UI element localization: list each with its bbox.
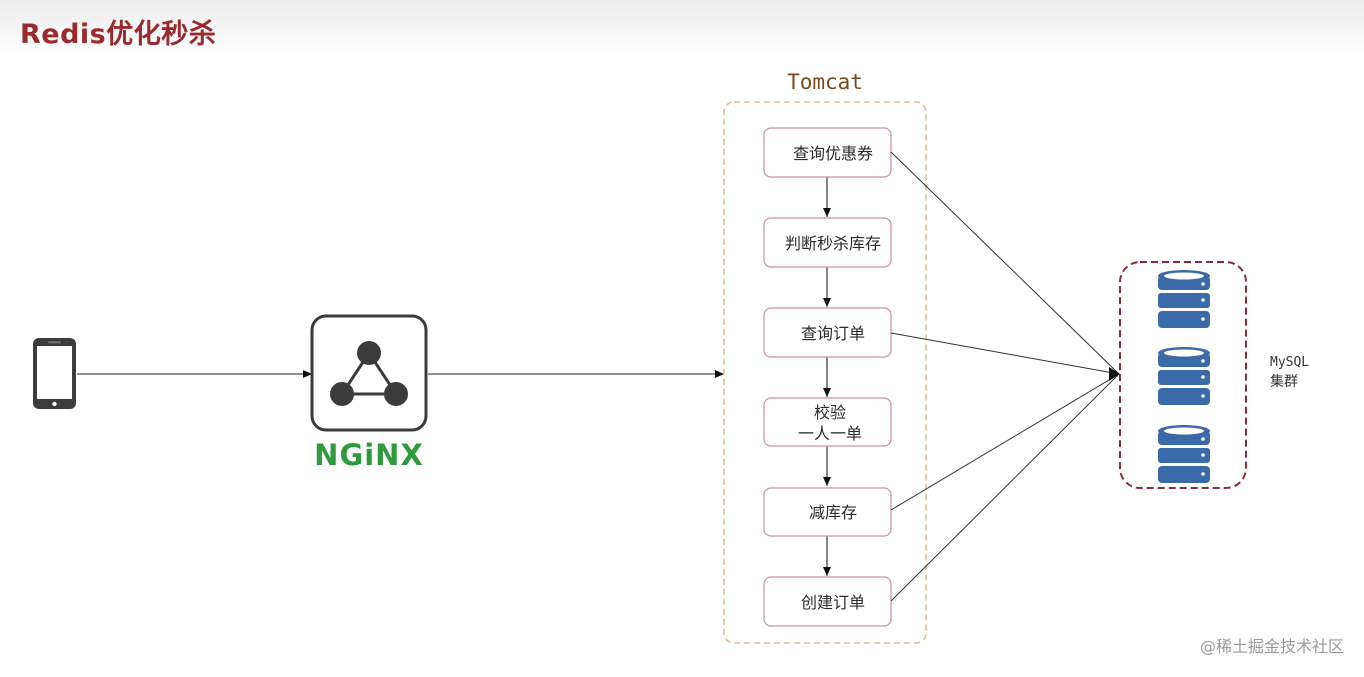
nginx-logo-icon: [310, 314, 428, 432]
tomcat-label: Tomcat: [787, 70, 863, 94]
db-connector-endpoint: [1109, 367, 1120, 381]
db-connector-lines: [890, 151, 1120, 602]
mysql-label-line1: MySQL: [1270, 355, 1309, 370]
mysql-cluster-container: [1119, 261, 1247, 489]
step-create-order: 创建订单: [763, 576, 892, 627]
database-server-icon: [1158, 425, 1210, 483]
step-label: 判断秒杀库存: [785, 234, 881, 253]
step-label-line2: 一人一单: [798, 424, 862, 443]
mysql-label-line2: 集群: [1270, 373, 1298, 390]
step-reduce-stock: 减库存: [763, 487, 892, 537]
page-title: Redis优化秒杀: [20, 19, 217, 50]
step-label: 查询订单: [801, 324, 865, 343]
database-server-icon: [1158, 270, 1210, 328]
step-query-coupon: 查询优惠券: [763, 127, 892, 178]
step-label-line1: 校验: [814, 403, 846, 422]
step-label: 创建订单: [801, 593, 865, 612]
step-check-stock: 判断秒杀库存: [763, 217, 892, 268]
step-label: 查询优惠券: [793, 144, 873, 163]
step-one-per-user: 校验 一人一单: [763, 397, 892, 447]
step-query-order: 查询订单: [763, 307, 892, 358]
database-server-icon: [1158, 347, 1210, 405]
mobile-phone-icon: [33, 338, 76, 409]
watermark: @稀土掘金技术社区: [1199, 637, 1344, 656]
nginx-label: NGiNX: [314, 438, 424, 472]
step-label: 减库存: [809, 503, 857, 522]
title-bar: [0, 0, 1364, 58]
tomcat-container: [723, 101, 927, 644]
